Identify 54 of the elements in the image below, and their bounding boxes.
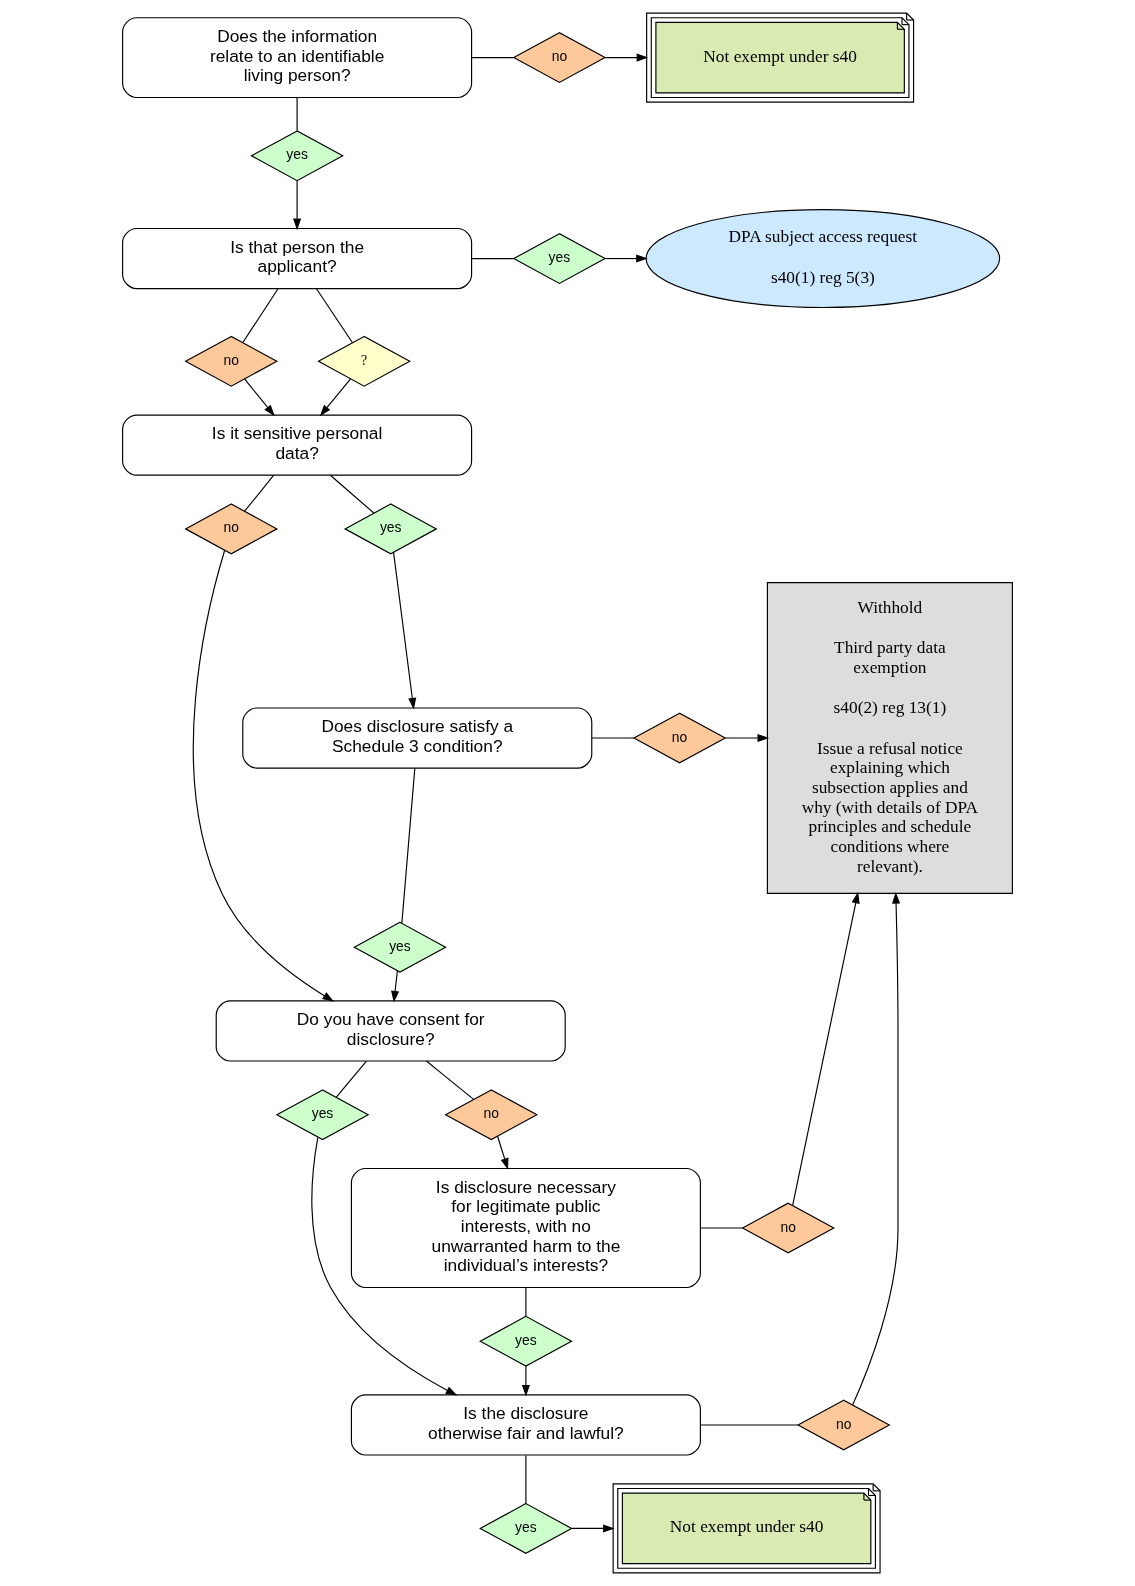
node-diamond: no xyxy=(512,32,607,84)
node-box: Is disclosure necessary for legitimate public interests, with no unwarranted harm to the individual’s interests? xyxy=(350,1167,701,1289)
node-box: Is it sensitive personal data? xyxy=(122,414,473,476)
arrow xyxy=(497,1135,509,1170)
node-box: Is the disclosure otherwise fair and lawful? xyxy=(350,1394,701,1456)
node-diamond: yes xyxy=(353,921,447,973)
arrow xyxy=(192,549,335,1002)
connector xyxy=(244,474,275,512)
node-diamond: no xyxy=(444,1089,539,1141)
node-diamond: yes xyxy=(250,130,344,182)
node-diamond: yes xyxy=(275,1089,370,1141)
node-ellipse: DPA subject access request s40(1) reg 5(3) xyxy=(645,209,1001,309)
node-diamond: yes xyxy=(479,1315,573,1367)
connector xyxy=(315,288,353,344)
connector xyxy=(471,57,515,59)
arrow xyxy=(571,1524,615,1533)
node-box: Does disclosure satisfy a Schedule 3 condition? xyxy=(242,707,593,769)
arrow xyxy=(725,733,770,743)
arrow xyxy=(319,378,352,417)
node-diamond: yes xyxy=(343,503,438,555)
connector xyxy=(296,97,298,132)
arrow xyxy=(792,891,860,1206)
arrow xyxy=(311,1137,458,1396)
node-box: Do you have consent for disclosure? xyxy=(215,1000,566,1062)
arrow xyxy=(521,1365,530,1397)
arrow xyxy=(244,378,275,417)
node-diamond: no xyxy=(184,503,279,555)
arrow xyxy=(393,551,417,710)
arrow xyxy=(604,53,649,62)
arrow xyxy=(293,180,302,231)
node-diamond: no xyxy=(796,1399,891,1451)
connector xyxy=(591,737,635,739)
node-diamond: ? xyxy=(317,335,411,387)
connector xyxy=(525,1454,527,1505)
node-diamond: yes xyxy=(512,233,607,285)
node-box: Does the information relate to an identifiable living person? xyxy=(122,17,473,99)
node-box: Is that person the applicant? xyxy=(122,227,473,290)
arrow xyxy=(852,892,901,1406)
node-diamond: no xyxy=(632,712,727,764)
arrow xyxy=(391,970,400,1003)
connector xyxy=(700,1424,799,1426)
arrow xyxy=(604,254,648,263)
connector xyxy=(525,1286,527,1317)
connector xyxy=(471,258,515,260)
connector xyxy=(425,1060,475,1100)
connector xyxy=(700,1227,743,1229)
connector xyxy=(401,767,416,924)
node-diamond: no xyxy=(184,335,279,387)
node-diamond: yes xyxy=(479,1502,573,1554)
connector xyxy=(329,474,375,514)
node-diamond: no xyxy=(741,1202,836,1254)
connector xyxy=(335,1060,368,1098)
connector xyxy=(242,288,279,344)
node-box: Withhold Third party data exemption s40(2) reg 13(1) Issue a refusal notice explaining which subsection applies and why (with details of DPA principles and schedule conditions where relevant). xyxy=(766,582,1013,895)
